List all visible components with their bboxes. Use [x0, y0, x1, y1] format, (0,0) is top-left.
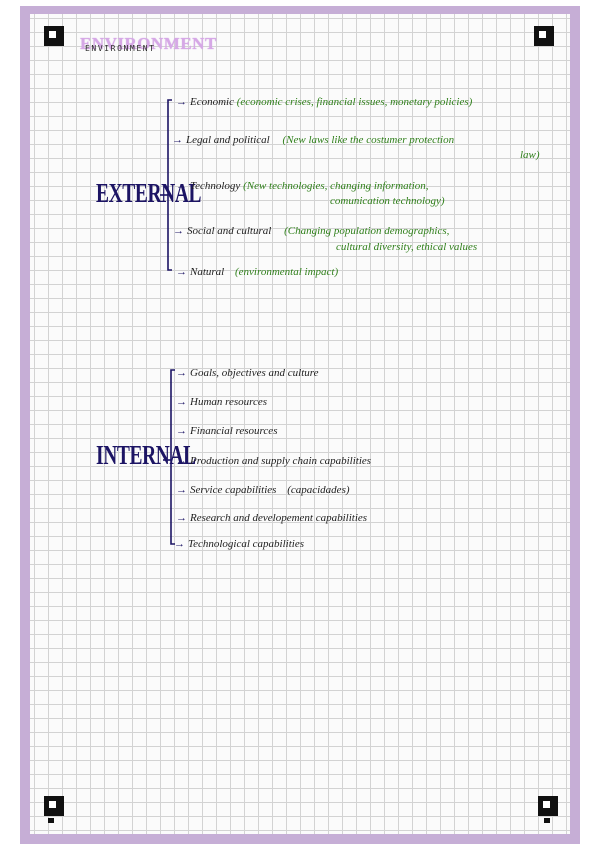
item-detail: (capacidades)	[287, 484, 350, 496]
corner-marker-bottom-left	[44, 796, 64, 816]
corner-marker-bottom-right	[538, 796, 558, 816]
item-topic: Financial resources	[190, 425, 278, 437]
internal-item-financial: →Financial resources	[176, 425, 277, 437]
internal-item-technological: →Technological capabilities	[174, 538, 304, 550]
arrow-icon: →	[176, 266, 187, 278]
arrow-icon: →	[176, 396, 187, 408]
item-topic: Production and supply chain capabilities	[190, 455, 372, 467]
external-item-natural: →Natural (environmental impact)	[176, 266, 338, 278]
arrow-icon: →	[176, 455, 187, 467]
internal-item-service: →Service capabilities (capacidades)	[176, 484, 350, 496]
item-topic: Service capabilities	[190, 484, 277, 496]
item-detail-cont: cultural diversity, ethical values	[336, 241, 478, 253]
page-title-highlight: ENVIRONMENT	[80, 34, 217, 53]
page-title: ENVIRONMENT	[85, 44, 156, 53]
external-item-social: →Social and cultural (Changing populatio…	[173, 225, 449, 237]
external-item-technology: →Technology (New technologies, changing …	[176, 180, 429, 192]
item-detail: (New technologies, changing information,	[243, 180, 429, 192]
item-topic: Human resources	[190, 396, 268, 408]
arrow-icon: →	[176, 96, 187, 108]
grid-paper	[30, 14, 570, 834]
item-detail: (environmental impact)	[234, 266, 339, 278]
arrow-icon: →	[172, 134, 183, 146]
external-label: EXTERNAL	[96, 178, 202, 208]
item-topic: Social and cultural	[187, 225, 272, 237]
item-detail: (economic crises, financial issues, mone…	[236, 96, 473, 108]
corner-marker-dot-right	[544, 818, 550, 823]
internal-label: INTERNAL	[96, 440, 196, 470]
item-topic: Technology	[190, 180, 241, 192]
internal-item-human: →Human resources	[176, 396, 267, 408]
item-detail: (New laws like the costumer protection	[282, 134, 455, 146]
internal-item-goals: →Goals, objectives and culture	[176, 367, 319, 379]
item-topic: Goals, objectives and culture	[190, 367, 319, 379]
arrow-icon: →	[176, 484, 187, 496]
external-item-legal: →Legal and political (New laws like the …	[172, 134, 454, 146]
arrow-icon: →	[176, 425, 187, 437]
item-detail-cont: comunication technology)	[330, 195, 445, 207]
item-topic: Natural	[190, 266, 225, 278]
external-item-economic: →Economic (economic crises, financial is…	[176, 96, 472, 108]
corner-marker-dot-left	[48, 818, 54, 823]
item-detail-cont: law)	[520, 149, 540, 161]
arrow-icon: →	[176, 180, 187, 192]
internal-item-production: →Production and supply chain capabilitie…	[176, 455, 371, 467]
item-topic: Technological capabilities	[188, 538, 304, 550]
arrow-icon: →	[173, 225, 184, 237]
corner-marker-top-right	[534, 26, 554, 46]
corner-marker-top-left	[44, 26, 64, 46]
arrow-icon: →	[176, 512, 187, 524]
arrow-icon: →	[176, 367, 187, 379]
item-detail: (Changing population demographics,	[284, 225, 450, 237]
arrow-icon: →	[174, 538, 185, 550]
item-topic: Legal and political	[186, 134, 270, 146]
item-topic: Research and developement capabilities	[190, 512, 368, 524]
internal-item-research: →Research and developement capabilities	[176, 512, 367, 524]
item-topic: Economic	[190, 96, 234, 108]
